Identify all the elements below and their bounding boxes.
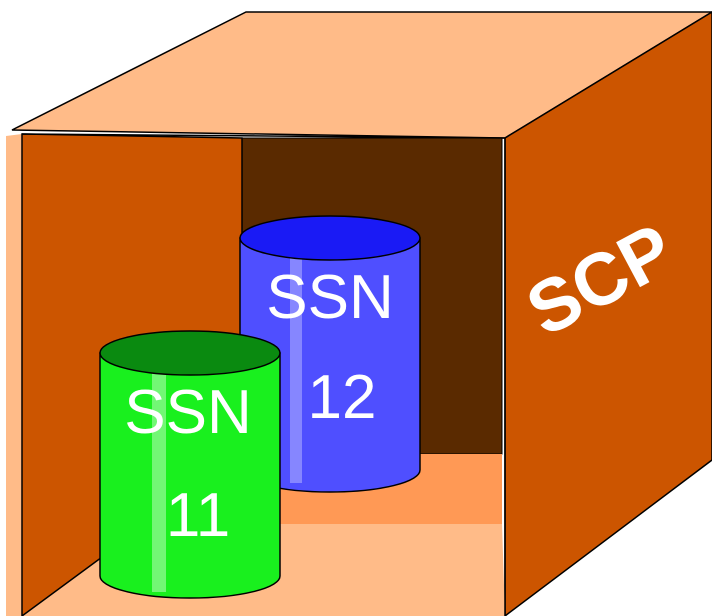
cylinder-ssn-12-label-line2: 12: [308, 363, 377, 432]
cylinder-ssn-12: SSN 12: [239, 215, 421, 493]
cylinder-ssn-12-highlight: [290, 255, 302, 483]
cylinder-ssn-12-top: [239, 215, 421, 261]
cylinder-ssn-11: SSN 11: [99, 330, 281, 599]
cylinder-ssn-11-label-line2: 11: [166, 481, 230, 550]
cylinder-ssn-11-body: [99, 352, 281, 599]
cylinder-ssn-11-label-line1: SSN: [124, 378, 251, 447]
cylinder-ssn-11-highlight: [152, 372, 166, 592]
cylinder-ssn-11-top: [99, 330, 281, 376]
box-top-face: [11, 11, 712, 139]
cylinder-ssn-12-label-line1: SSN: [266, 263, 393, 332]
box-front-edge: [21, 133, 506, 139]
box-left-strip: [6, 134, 22, 616]
